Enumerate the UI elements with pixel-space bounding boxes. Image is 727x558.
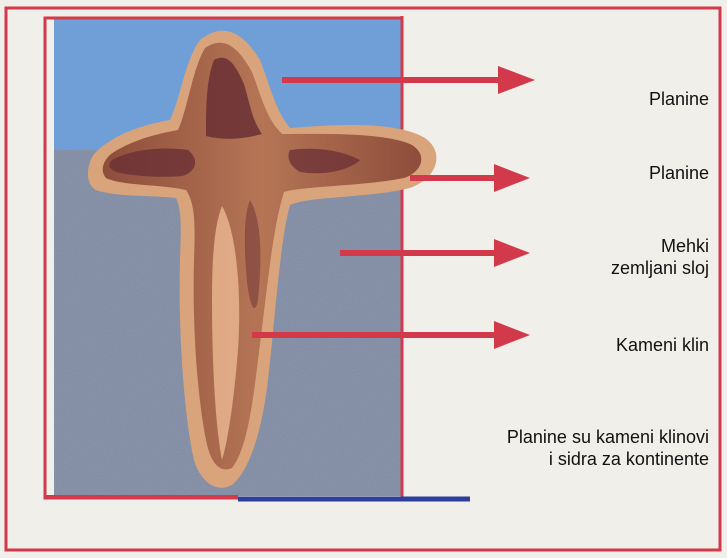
label-soft-soil: Mehki zemljani sloj	[611, 235, 709, 279]
label-rock-wedge: Kameni klin	[616, 334, 709, 356]
caption-line: i sidra za kontinente	[507, 448, 709, 470]
label-line: Planine	[649, 88, 709, 110]
label-planine-1: Planine	[649, 88, 709, 110]
caption-line: Planine su kameni klinovi	[507, 426, 709, 448]
label-line: Planine	[649, 162, 709, 184]
label-line: Kameni klin	[616, 334, 709, 356]
label-line: zemljani sloj	[611, 257, 709, 279]
diagram-caption: Planine su kameni klinovi i sidra za kon…	[507, 426, 709, 470]
label-line: Mehki	[611, 235, 709, 257]
label-planine-2: Planine	[649, 162, 709, 184]
